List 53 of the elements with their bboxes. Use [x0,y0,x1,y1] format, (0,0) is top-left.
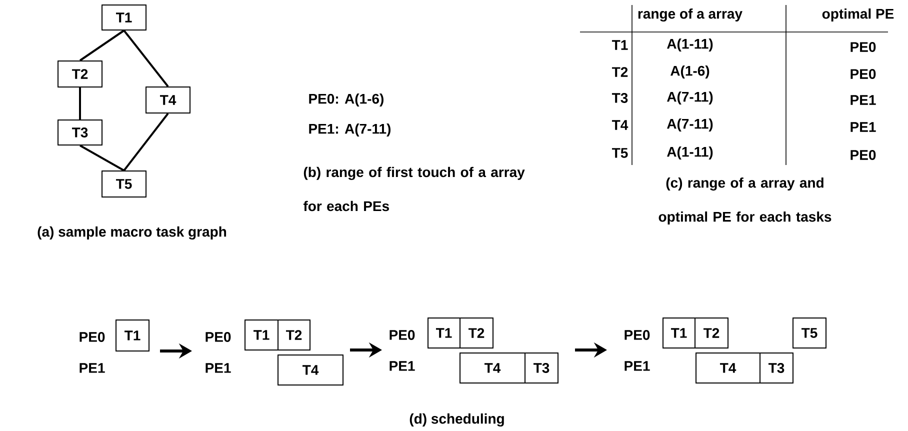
task-box: T4 [696,352,760,384]
task-box: T3 [760,352,794,384]
column-header: optimal PE [822,8,894,22]
task-box: T5 [102,170,147,198]
edge-line [123,112,169,172]
table-cell: T2 [612,67,628,77]
table-cell: T4 [612,120,628,130]
column-header: range of a array [638,8,742,22]
task-box: T5 [792,318,826,348]
edge-line [123,30,169,88]
edge-line [79,88,82,120]
table-cell: T5 [612,148,628,158]
processor-label: PE0 [206,332,231,342]
table-cell: PE1 [850,95,876,105]
table-cell: PE0 [850,42,876,52]
processor-label: PE1 [390,361,415,371]
table-cell: A(1-6) [670,65,710,79]
range-label: PE1: A(7-11) [309,123,390,137]
task-box: T4 [146,86,190,114]
caption: (d) scheduling [410,413,504,427]
table-cell: T3 [612,93,628,103]
task-box: T4 [278,354,344,386]
table-cell: A(1-11) [667,146,713,160]
caption: (a) sample macro task graph [38,226,226,240]
task-box: T1 [102,4,147,30]
task-box: T2 [460,318,494,348]
edge-line [80,144,124,172]
task-box: T4 [460,352,526,384]
range-label: PE0: A(1-6) [309,93,384,107]
table-cell: A(7-11) [667,91,713,105]
processor-label: PE1 [80,363,105,373]
table-cell: A(7-11) [667,118,713,132]
processor-label: PE0 [624,330,650,340]
task-box: T2 [694,318,728,348]
table-cell: PE1 [850,122,876,132]
task-box: T2 [58,60,103,88]
table-cell: PE0 [850,150,876,160]
task-box: T1 [116,320,150,352]
caption: (c) range of a array and optimal PE for each tasks [658,177,832,225]
table-cell: T1 [612,40,628,50]
caption: (b) range of first touch of a array for each PEs [303,166,525,212]
task-box: T3 [58,120,103,146]
processor-label: PE1 [206,363,231,373]
table-cell: PE0 [850,69,876,79]
processor-label: PE0 [390,330,415,340]
task-box: T1 [662,318,696,348]
task-box: T1 [428,318,460,348]
task-box: T3 [524,352,558,384]
table-cell: A(1-11) [667,38,713,52]
processor-label: PE1 [624,361,650,371]
edge-line [79,30,125,62]
task-box: T1 [244,320,278,350]
task-box: T2 [278,320,310,350]
